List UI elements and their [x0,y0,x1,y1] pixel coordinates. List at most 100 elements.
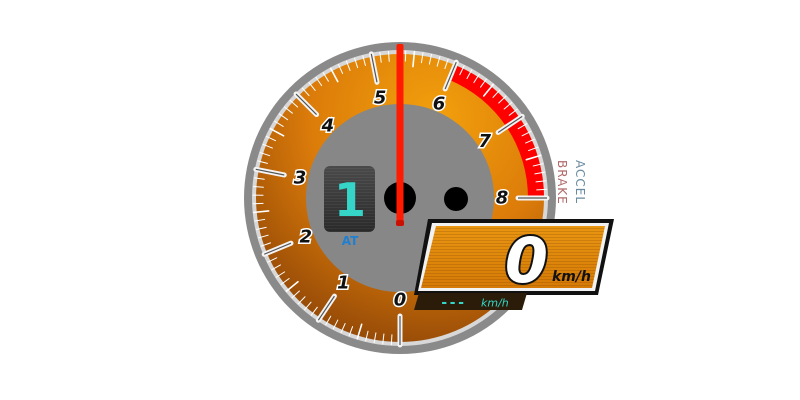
tick-label-7: 7 [479,131,492,152]
minor-tick [466,69,473,79]
minor-tick [508,108,518,116]
minor-tick [532,163,544,167]
minor-tick [329,67,339,83]
minor-tick [284,106,293,114]
minor-tick [289,99,299,108]
minor-tick [473,73,480,84]
minor-tick [252,210,270,214]
minor-tick [278,113,289,121]
major-tick-shade [370,53,378,83]
tick-label-4: 4 [321,115,335,136]
speed-value: 0 [505,224,548,297]
accel-label: ACCEL [573,160,587,204]
minor-tick [420,52,424,64]
minor-tick [525,154,542,161]
secondary-speed-unit: km/h [481,297,509,310]
minor-tick [255,226,267,231]
minor-tick [517,123,528,130]
minor-tick [258,234,269,239]
minor-tick [253,177,265,180]
minor-tick [259,152,271,157]
major-tick-shade [295,93,317,115]
indicator-dot [444,187,468,211]
minor-tick [304,301,312,311]
tachometer-needle [396,44,404,226]
minor-tick [325,315,332,326]
minor-tick [297,296,306,305]
minor-tick [536,188,548,191]
tick-label-8: 8 [496,188,509,209]
minor-tick [459,65,465,76]
minor-tick [308,82,316,91]
minor-tick [492,89,501,98]
minor-tick [528,146,539,152]
minor-tick [498,95,507,104]
minor-tick [480,78,487,88]
major-tick-shade [317,295,335,321]
tick-label-2: 2 [299,227,312,248]
minor-tick [252,185,264,188]
minor-tick [267,257,278,263]
tick-label-1: 1 [337,272,350,293]
minor-tick [379,51,382,63]
tick-marks [252,50,550,348]
minor-tick [266,135,277,142]
minor-tick [436,56,441,67]
minor-tick [345,60,351,71]
minor-tick [365,330,369,342]
minor-tick [482,83,495,97]
minor-tick [387,50,390,62]
speed-unit: km/h [552,269,591,285]
minor-tick [262,143,273,149]
minor-tick [271,264,281,271]
minor-tick [269,127,285,137]
gear-indicator: 1 AT [324,166,375,248]
minor-tick [275,271,286,278]
minor-tick [412,50,416,68]
minor-tick [356,323,363,340]
tick-label-3: 3 [294,168,307,189]
secondary-speed-value: --- [440,295,465,311]
minor-tick [301,87,310,97]
tick-label-5: 5 [374,87,387,108]
major-tick-shade [255,168,285,176]
brake-label: BRAKE [555,160,569,205]
transmission-mode-label: AT [342,234,359,248]
minor-tick [521,130,532,137]
secondary-speed-panel: --- km/h [414,293,527,311]
speedometer-panel: 0 km/h [414,219,614,299]
redline-zone [448,64,544,198]
minor-tick [260,242,272,247]
minor-tick [382,333,385,345]
minor-tick [390,334,393,346]
minor-tick [444,58,449,70]
minor-tick [310,306,318,316]
minor-tick [274,120,284,127]
minor-tick [373,332,377,344]
minor-tick [322,72,329,82]
minor-tick [315,76,323,87]
minor-tick [291,290,300,299]
minor-tick [332,319,339,330]
minor-tick [535,180,547,183]
minor-tick [257,160,268,164]
minor-tick [254,218,266,222]
minor-tick [285,280,299,293]
gear-digit: 1 [334,173,366,227]
minor-tick [362,55,366,66]
minor-tick [280,278,290,285]
major-tick-shade [263,242,292,255]
minor-tick [340,323,346,334]
tick-label-6: 6 [433,93,446,114]
minor-tick [354,57,359,69]
minor-tick [525,138,536,144]
minor-tick [337,64,344,75]
minor-tick [428,53,433,65]
tick-labels: 0 1 2 3 4 5 6 7 8 [292,86,510,312]
major-tick-shade [497,115,523,133]
minor-tick [534,171,546,175]
minor-tick [348,326,354,337]
major-tick-shade [444,61,457,90]
minor-tick [503,102,513,110]
